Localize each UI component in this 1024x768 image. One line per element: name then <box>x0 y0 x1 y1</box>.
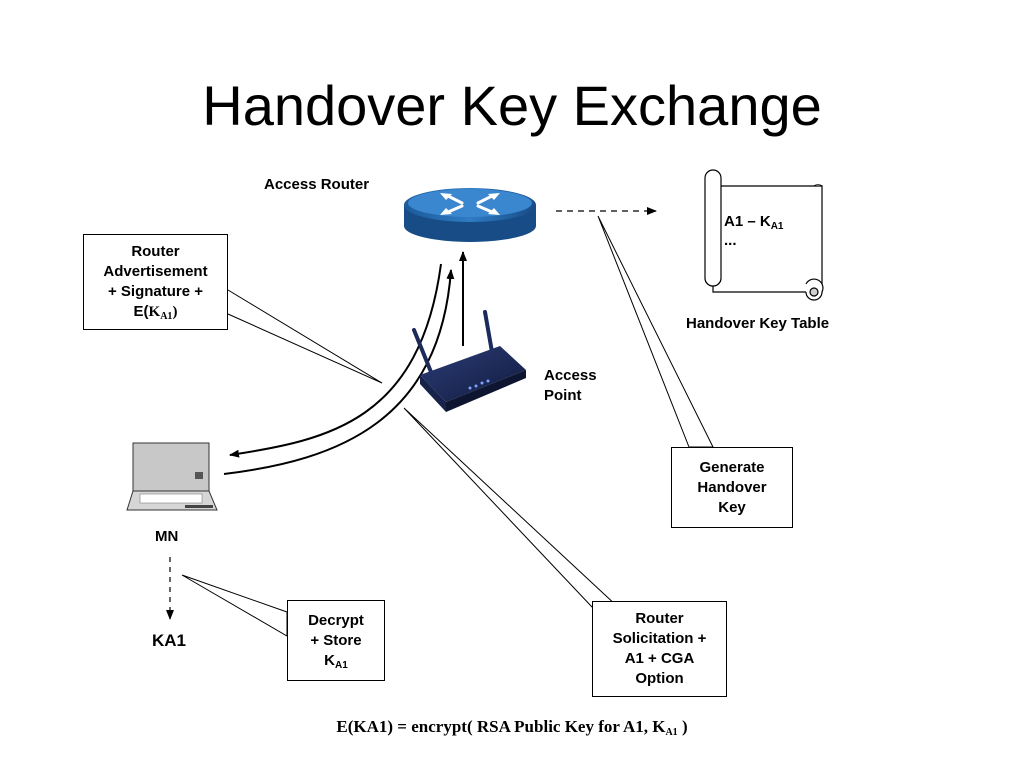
router-advertisement-line-2: Advertisement <box>103 263 208 280</box>
router-advertisement-line-1: Router <box>131 243 180 260</box>
router-solicitation-line-2: Solicitation + <box>612 630 707 647</box>
router-to-mn-arrow <box>229 263 442 458</box>
key-table-entry: A1 – KA1 <box>724 212 784 232</box>
key-table-content: A1 – KA1 ... <box>724 212 783 250</box>
mn-to-router-arrow <box>223 269 455 475</box>
mn-label: MN <box>155 528 179 545</box>
router-advertisement-box: Router Advertisement + Signature + E(KA1… <box>83 234 228 330</box>
decrypt-store-line-2: + Store <box>310 631 362 649</box>
access-point-label-line-1: Access <box>544 367 597 384</box>
router-advertisement-line-3: + Signature + <box>107 283 204 300</box>
formula-sub: A1 <box>665 727 678 738</box>
decrypt-store-key-sub: A1 <box>335 659 348 671</box>
formula-prefix: E(KA1) = encrypt( RSA Public Key for A1,… <box>336 717 666 736</box>
encryption-formula: E(KA1) = encrypt( RSA Public Key for A1,… <box>0 716 1024 738</box>
router-solicitation-box: Router Solicitation + A1 + CGA Option <box>592 601 727 697</box>
ra-last-prefix: E( <box>133 303 149 320</box>
router-solicitation-callout <box>403 407 620 608</box>
generate-key-line-3: Key <box>718 498 746 516</box>
ra-last-sub: A1 <box>160 311 173 322</box>
generate-key-line-2: Handover <box>697 478 767 496</box>
handover-key-table-label: Handover Key Table <box>686 315 830 332</box>
ra-last-suffix: ) <box>172 304 178 320</box>
decrypt-store-line-1: Decrypt <box>308 611 364 629</box>
page-title: Handover Key Exchange <box>202 74 822 137</box>
router-solicitation-line-1: Router <box>635 610 684 627</box>
decrypt-store-box: Decrypt + Store KA1 <box>287 600 385 681</box>
ra-last-key: K <box>148 304 161 320</box>
callout-lines <box>181 215 714 637</box>
decrypt-store-callout <box>181 574 288 637</box>
access-point-icon <box>412 310 526 412</box>
access-point-label-line-2: Point <box>544 387 582 404</box>
formula-suffix: ) <box>677 717 688 736</box>
router-advertisement-callout <box>227 289 383 384</box>
access-point-label: Access Point <box>544 366 597 406</box>
router-advertisement-line-4: E(KA1) <box>103 302 207 322</box>
key-table-entry-sub: A1 <box>770 221 784 232</box>
router-solicitation-line-3: A1 + CGA <box>624 650 695 667</box>
access-router-label: Access Router <box>264 176 370 193</box>
decrypt-store-key: K <box>324 651 336 669</box>
scroll-icon <box>704 169 824 301</box>
router-icon <box>404 188 536 242</box>
decrypt-store-line-3: KA1 <box>308 651 364 671</box>
generate-handover-key-box: Generate Handover Key <box>671 447 793 528</box>
ka1-label: KA1 <box>152 631 187 650</box>
router-solicitation-line-4: Option <box>635 670 684 687</box>
key-table-ellipsis: ... <box>724 232 737 249</box>
laptop-icon <box>126 442 218 511</box>
key-table-entry-prefix: A1 – K <box>724 213 771 230</box>
generate-key-line-1: Generate <box>699 458 765 476</box>
